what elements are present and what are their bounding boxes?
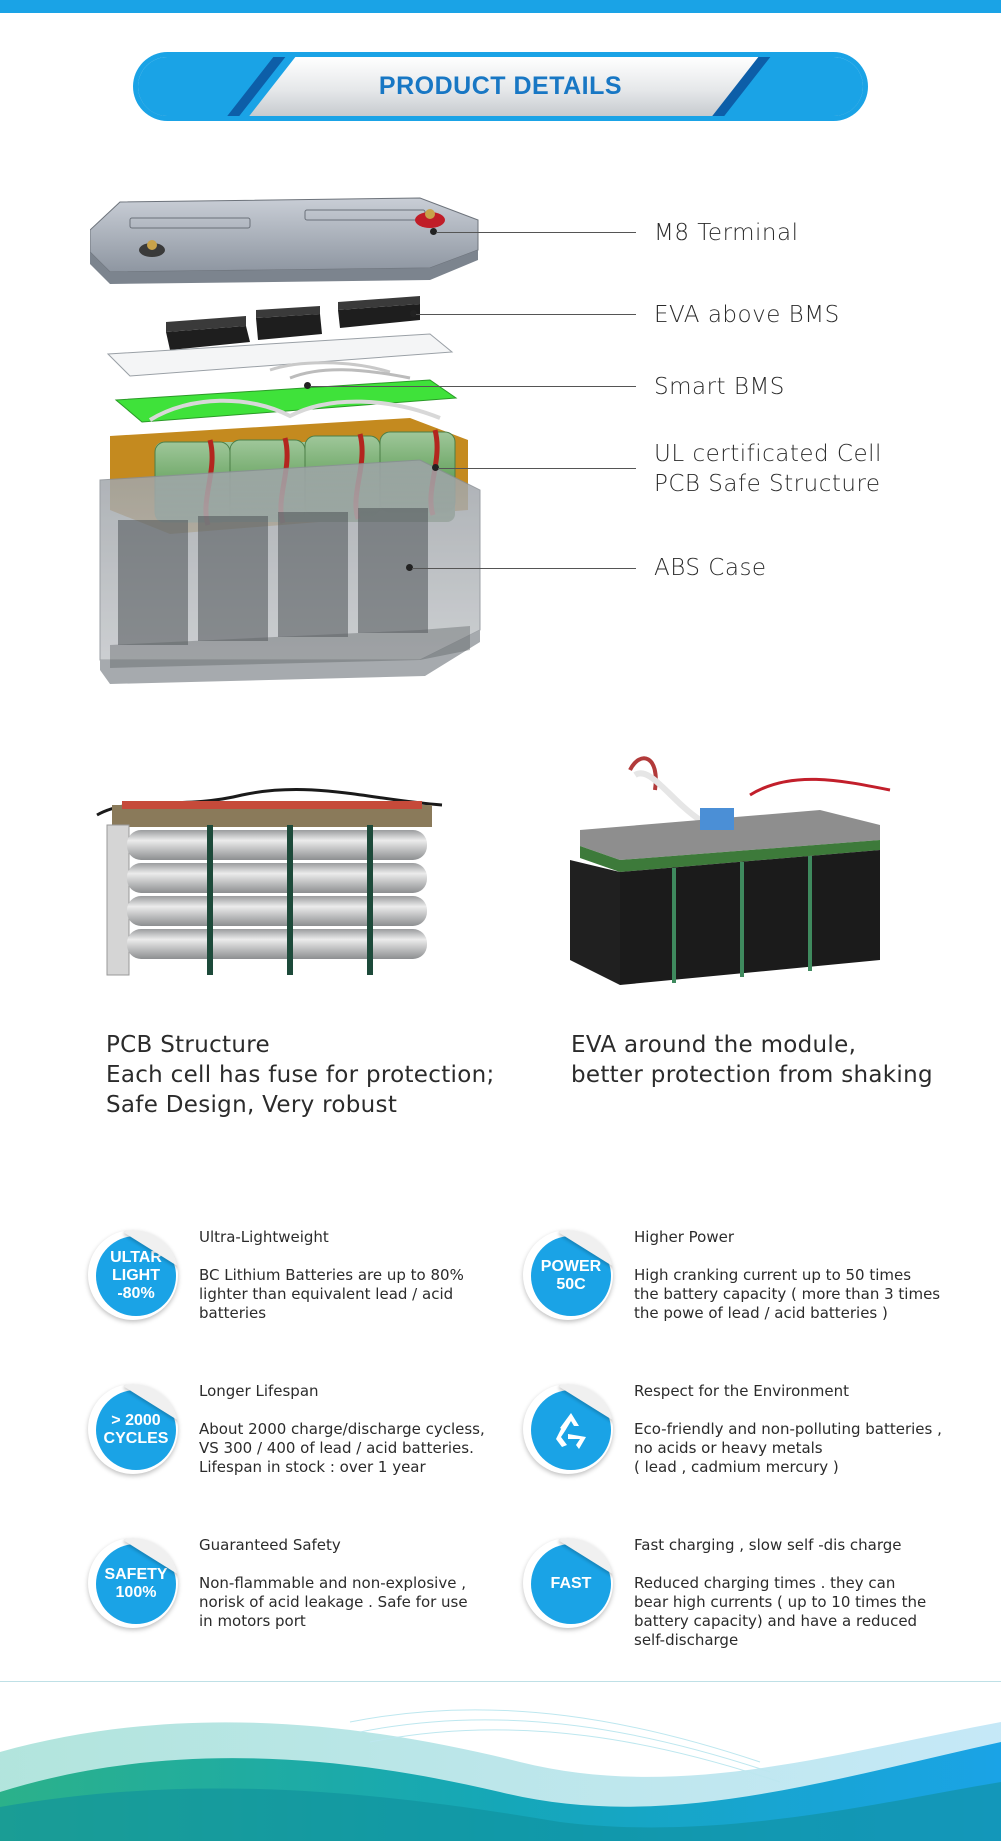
eva-module-photo (570, 756, 891, 985)
callout-label-eva: EVA above BMS (654, 302, 840, 328)
callout-label-case: ABS Case (654, 555, 767, 581)
callout-line-bms (310, 386, 636, 387)
callout-line-case (412, 568, 636, 569)
page-title: PRODUCT DETAILS (378, 72, 623, 100)
feature-body: Non-flammable and non-explosive ,norisk … (199, 1574, 468, 1630)
feature-environment: Respect for the Environment Eco-friendly… (523, 1382, 943, 1514)
footer-wave-decoration (0, 1681, 1001, 1841)
feature-title: Respect for the Environment (634, 1382, 849, 1400)
pcb-module-photo (96, 788, 443, 976)
callout-line-terminal (436, 232, 636, 233)
caption-line: Safe Design, Very robust (106, 1092, 398, 1118)
callout-dot-terminal (430, 228, 437, 235)
callout-line-eva (416, 314, 636, 315)
exploded-battery-illustration (90, 197, 481, 684)
feature-title: Higher Power (634, 1228, 734, 1246)
header-banner: PRODUCT DETAILS (133, 52, 868, 121)
feature-badge (523, 1384, 613, 1474)
feature-title: Longer Lifespan (199, 1382, 319, 1400)
top-accent-bar (0, 0, 1001, 13)
callout-label-terminal: M8 Terminal (654, 220, 799, 246)
feature-body: BC Lithium Batteries are up to 80%lighte… (199, 1266, 464, 1322)
caption-line: Each cell has fuse for protection; (106, 1062, 495, 1088)
feature-body: Eco-friendly and non-polluting batteries… (634, 1420, 942, 1476)
callout-label-pcb: PCB Safe Structure (654, 471, 881, 497)
callout-dot-case (406, 564, 413, 571)
banner-inner: PRODUCT DETAILS (138, 57, 863, 116)
caption-line: EVA around the module, (571, 1032, 857, 1058)
callout-dot-cell (432, 464, 439, 471)
feature-title: Fast charging , slow self -dis charge (634, 1536, 902, 1554)
feature-fast-charging: FAST Fast charging , slow self -dis char… (523, 1536, 943, 1668)
wave-graphic (0, 1709, 1001, 1841)
caption-line: PCB Structure (106, 1032, 270, 1058)
caption-line: better protection from shaking (571, 1062, 933, 1088)
callout-line-cell (438, 468, 636, 469)
insulation-sheet (106, 333, 454, 377)
feature-title: Guaranteed Safety (199, 1536, 341, 1554)
abs-case (99, 459, 481, 684)
callout-label-cell: UL certificated Cell (654, 441, 882, 467)
feature-badge: FAST (523, 1538, 613, 1628)
cylinder-cells (127, 830, 427, 959)
eva-module-caption: EVA around the module, better protection… (571, 1030, 933, 1090)
feature-title: Ultra-Lightweight (199, 1228, 329, 1246)
eva-pads (166, 296, 420, 350)
callout-label-bms: Smart BMS (654, 374, 785, 400)
pcb-structure-caption: PCB Structure Each cell has fuse for pro… (106, 1030, 495, 1120)
feature-body: About 2000 charge/discharge cycless,VS 3… (199, 1420, 485, 1476)
callout-dot-eva (410, 310, 417, 317)
battery-lid (90, 197, 479, 284)
callout-dot-bms (304, 382, 311, 389)
